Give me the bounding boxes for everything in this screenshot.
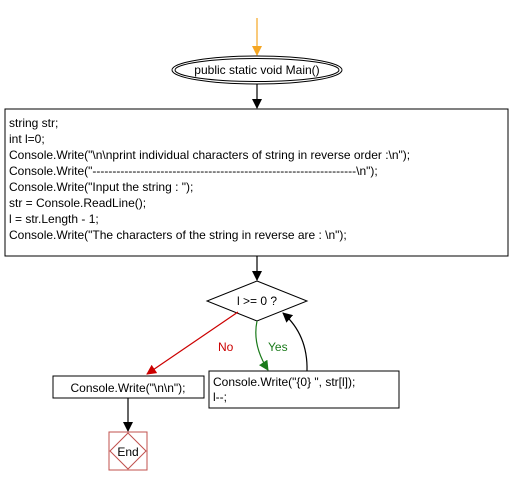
decision-label: l >= 0 ? [237, 294, 277, 308]
process-line: Console.Write("\n\nprint individual char… [9, 148, 410, 162]
no-branch-label: No [218, 340, 234, 354]
process-line: string str; [9, 116, 58, 130]
loop-back-arrow [282, 312, 308, 372]
yes-output-box: Console.Write("{0} ", str[l]); l--; [208, 370, 400, 409]
process-line: l = str.Length - 1; [9, 212, 99, 226]
process-line: Console.Write("The characters of the str… [9, 228, 347, 242]
process-line: int l=0; [9, 132, 45, 146]
yes-branch-arrow [255, 320, 269, 371]
start-label: public static void Main() [194, 63, 319, 77]
process-line: Console.Write("-------------------------… [9, 164, 378, 178]
yes-output-line: l--; [213, 390, 227, 404]
no-output-box: Console.Write("\n\n"); [52, 375, 205, 399]
decision-node: l >= 0 ? [205, 280, 309, 322]
no-output-text: Console.Write("\n\n"); [70, 381, 185, 395]
no-branch-arrow [146, 311, 239, 375]
yes-branch-label: Yes [268, 340, 288, 354]
end-node: End [108, 431, 148, 471]
process-line: str = Console.ReadLine(); [9, 196, 146, 210]
process-line: Console.Write("Input the string : "); [9, 180, 193, 194]
process-box: string str; int l=0; Console.Write("\n\n… [4, 108, 509, 257]
start-node: public static void Main() [171, 55, 343, 85]
yes-output-line: Console.Write("{0} ", str[l]); [213, 375, 355, 389]
end-label: End [117, 445, 138, 459]
